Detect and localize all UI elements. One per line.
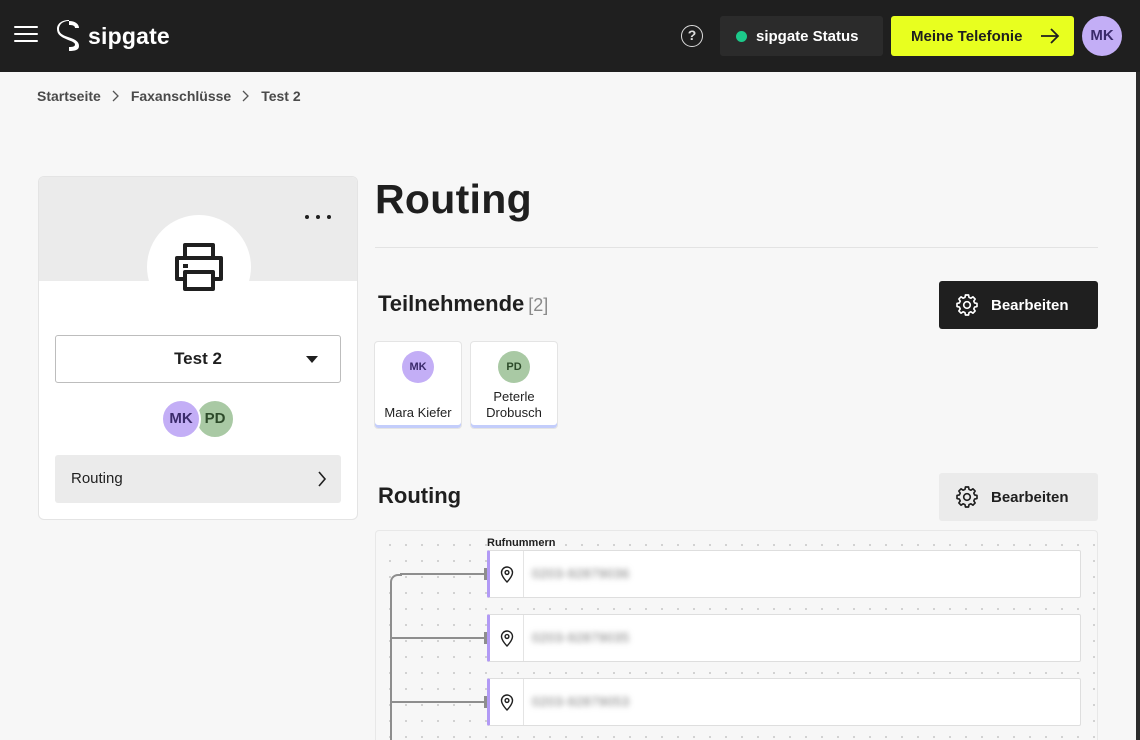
avatar: PD xyxy=(195,399,235,439)
node-divider xyxy=(523,615,524,661)
help-icon[interactable]: ? xyxy=(681,25,703,47)
edit-participants-label: Bearbeiten xyxy=(991,297,1069,314)
member-card[interactable]: MK Mara Kiefer xyxy=(374,341,462,429)
phone-number: 0203-92879036 xyxy=(532,566,630,581)
sipgate-logo-mark-icon xyxy=(57,20,81,52)
member-card[interactable]: PD Peterle Drobusch xyxy=(470,341,558,429)
avatar: MK xyxy=(161,399,201,439)
arrow-right-icon xyxy=(1040,28,1060,44)
gear-icon xyxy=(956,486,978,508)
cta-label: Meine Telefonie xyxy=(911,28,1022,45)
connector-line xyxy=(390,584,392,740)
location-pin-icon xyxy=(500,630,514,647)
status-button[interactable]: sipgate Status xyxy=(720,16,883,56)
more-options-icon[interactable] xyxy=(305,215,331,221)
nav-item-label: Routing xyxy=(71,470,123,487)
breadcrumb-current: Test 2 xyxy=(261,88,300,104)
my-telephony-button[interactable]: Meine Telefonie xyxy=(891,16,1074,56)
gear-icon xyxy=(956,294,978,316)
phone-number: 0203-92879053 xyxy=(532,694,630,709)
location-pin-icon xyxy=(500,694,514,711)
breadcrumb-fax[interactable]: Faxanschlüsse xyxy=(131,88,231,104)
participants-title: Teilnehmende xyxy=(378,291,524,316)
device-avatars: MK PD xyxy=(161,399,241,439)
location-pin-icon xyxy=(500,566,514,583)
avatar: MK xyxy=(402,351,434,383)
sipgate-logo[interactable]: sipgate xyxy=(57,19,170,53)
member-name: Mara Kiefer xyxy=(375,405,461,421)
printer-icon xyxy=(169,237,229,297)
title-divider xyxy=(375,247,1098,248)
avatar: PD xyxy=(498,351,530,383)
numbers-label: Rufnummern xyxy=(487,537,555,549)
participants-heading: Teilnehmende[2] xyxy=(378,291,548,317)
device-select-value: Test 2 xyxy=(174,349,222,368)
member-name: Peterle Drobusch xyxy=(471,389,557,421)
brand-name: sipgate xyxy=(88,23,170,50)
edit-routing-label: Bearbeiten xyxy=(991,489,1069,506)
nav-item-routing[interactable]: Routing xyxy=(55,455,341,503)
participants-count: [2] xyxy=(528,295,548,315)
top-bar: sipgate ? sipgate Status Meine Telefonie… xyxy=(0,0,1140,72)
number-node[interactable]: 0203-92879036 xyxy=(487,550,1081,598)
device-card: Test 2 MK PD Routing xyxy=(38,176,358,520)
status-label: sipgate Status xyxy=(756,28,859,45)
device-select[interactable]: Test 2 xyxy=(55,335,341,383)
scrollbar[interactable] xyxy=(1136,72,1140,740)
connector-line xyxy=(390,637,486,639)
connector-line xyxy=(390,701,486,703)
node-divider xyxy=(523,551,524,597)
edit-routing-button[interactable]: Bearbeiten xyxy=(939,473,1098,521)
number-node[interactable]: 0203-92879053 xyxy=(487,678,1081,726)
status-indicator xyxy=(736,31,747,42)
chevron-right-icon xyxy=(112,90,120,102)
phone-number: 0203-92879035 xyxy=(532,630,630,645)
breadcrumb-home[interactable]: Startseite xyxy=(37,88,101,104)
menu-icon[interactable] xyxy=(14,26,38,44)
edit-participants-button[interactable]: Bearbeiten xyxy=(939,281,1098,329)
user-avatar[interactable]: MK xyxy=(1082,16,1122,56)
connector-line xyxy=(400,573,486,575)
number-node[interactable]: 0203-92879035 xyxy=(487,614,1081,662)
routing-heading: Routing xyxy=(378,483,461,509)
breadcrumb: Startseite Faxanschlüsse Test 2 xyxy=(37,88,301,104)
device-avatar xyxy=(147,215,251,319)
chevron-right-icon xyxy=(242,90,250,102)
caret-down-icon xyxy=(306,356,318,363)
page-title: Routing xyxy=(375,176,532,223)
node-divider xyxy=(523,679,524,725)
chevron-right-icon xyxy=(317,471,327,487)
